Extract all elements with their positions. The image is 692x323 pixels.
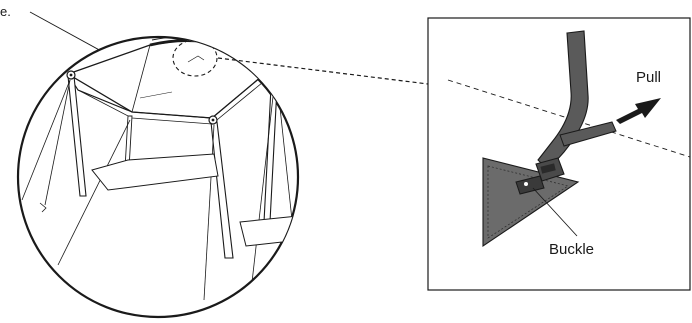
buckle-detail-inset: Pull Buckle [428,18,690,290]
pull-label: Pull [636,69,661,86]
top-left-label-fragment: e. [0,4,11,19]
buckle-label: Buckle [549,241,594,258]
canopy-scene [18,36,306,317]
